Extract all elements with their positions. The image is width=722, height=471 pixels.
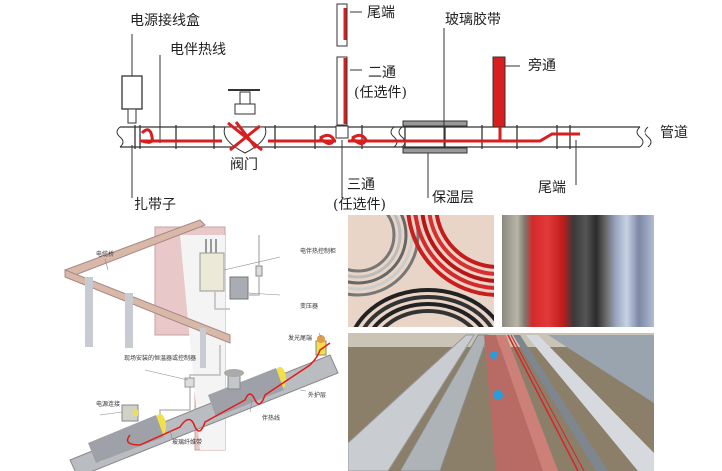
pipe-schematic-drawing bbox=[116, 3, 652, 198]
top-pipe-schematic: 电源接线盒 电伴热线 尾端 玻璃胶带 二通 (任选件) 旁通 管道 阀门 扎带子… bbox=[0, 0, 722, 213]
label-bypass: 旁通 bbox=[528, 58, 556, 74]
label-tail-end-top: 尾端 bbox=[367, 5, 395, 21]
label-light-end: 发光尾端 bbox=[288, 335, 313, 342]
label-heat-cable: 伴热线 bbox=[262, 415, 281, 422]
field-pipeline-photo bbox=[348, 333, 654, 471]
label-tie-strap: 扎带子 bbox=[134, 197, 176, 213]
label-fiberglass-tape: 玻璃纤维带 bbox=[172, 439, 203, 446]
label-power-connection: 电源连接 bbox=[96, 401, 121, 408]
label-insulation: 保温层 bbox=[432, 190, 474, 206]
isometric-drawing bbox=[64, 219, 339, 471]
isometric-heat-trace-diagram: 电缆桥 电伴热控制柜 变压器 发光尾端 现场安装的恒温器或控制器 电源连接 伴热… bbox=[60, 215, 348, 471]
label-tail-end-bottom: 尾端 bbox=[538, 180, 566, 196]
label-two-way: 二通 bbox=[368, 65, 396, 81]
label-valve: 阀门 bbox=[230, 157, 258, 173]
label-thermostat: 现场安装的恒温器或控制器 bbox=[124, 355, 197, 362]
label-junction-box: 电源接线盒 bbox=[130, 13, 200, 29]
label-pipe: 管道 bbox=[660, 125, 688, 141]
cable-reels-photo bbox=[502, 215, 654, 327]
label-outer-jacket: 外护层 bbox=[308, 392, 327, 399]
label-transformer: 变压器 bbox=[300, 303, 319, 310]
label-two-way-optional: (任选件) bbox=[354, 85, 407, 101]
label-heat-trace-cable: 电伴热线 bbox=[170, 42, 226, 58]
label-three-way: 三通 bbox=[347, 177, 375, 193]
label-three-way-optional: (任选件) bbox=[333, 197, 386, 213]
label-control-cabinet: 电伴热控制柜 bbox=[300, 248, 337, 255]
label-glass-tape: 玻璃胶带 bbox=[445, 12, 501, 28]
cable-coils-photo bbox=[348, 215, 494, 327]
label-cable-tray: 电缆桥 bbox=[96, 251, 115, 258]
